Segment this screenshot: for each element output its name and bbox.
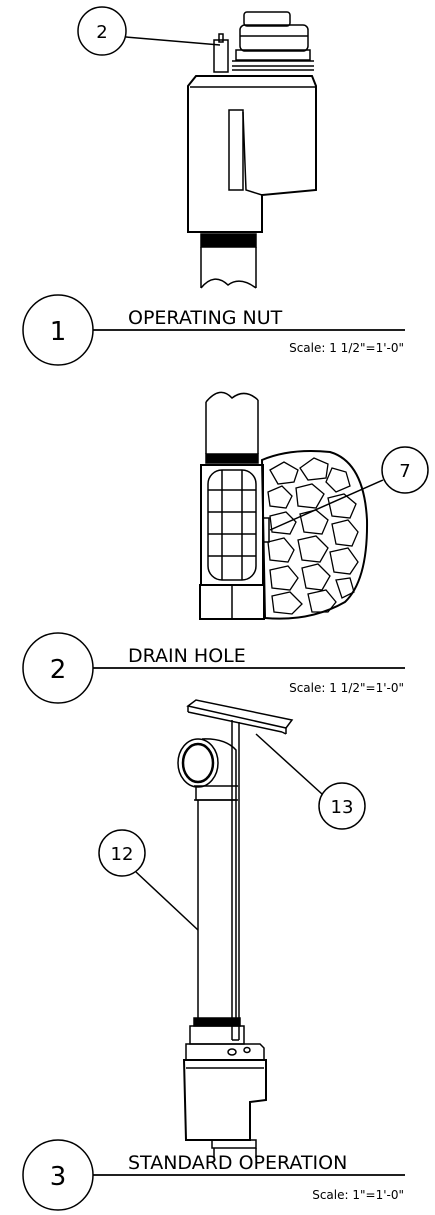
detail-number-1: 1 bbox=[50, 317, 67, 347]
hydrant-head-assembly bbox=[182, 1017, 267, 1158]
title-block-1: 1 OPERATING NUT Scale: 1 1/2"=1'-0" bbox=[22, 294, 405, 366]
callout-bubble-2 bbox=[77, 6, 127, 56]
pipe-top-break bbox=[205, 391, 259, 403]
detail-title-1: OPERATING NUT bbox=[128, 307, 283, 329]
detail-standard-operation: 13 12 bbox=[22, 699, 405, 1211]
leader-line-2 bbox=[125, 36, 221, 46]
t-handle-key bbox=[186, 699, 294, 1041]
detail-scale-1: Scale: 1 1/2"=1'-0" bbox=[289, 341, 404, 355]
detail-number-2: 2 bbox=[50, 655, 67, 685]
detail-title-2: DRAIN HOLE bbox=[128, 645, 246, 667]
callout-bubble-7 bbox=[381, 446, 429, 494]
callout-label-13: 13 bbox=[331, 797, 354, 818]
gravel-bed bbox=[260, 450, 369, 620]
callout-label-7: 7 bbox=[399, 461, 410, 482]
leader-line-12 bbox=[135, 871, 199, 931]
title-block-2: 2 DRAIN HOLE Scale: 1 1/2"=1'-0" bbox=[22, 632, 405, 704]
detail-drain-hole: 7 2 DRAIN HOLE Scale: 1 1/2"=1'-0" bbox=[22, 391, 429, 704]
hydrant-head-body bbox=[187, 75, 317, 233]
callout-bubble-12 bbox=[98, 829, 146, 877]
drain-hole bbox=[262, 517, 270, 543]
detail-operating-nut: 2 1 bbox=[22, 6, 405, 366]
callout-bubble-13 bbox=[318, 782, 366, 830]
callout-label-2: 2 bbox=[96, 22, 107, 43]
leader-line-7 bbox=[269, 479, 384, 531]
detail-scale-2: Scale: 1 1/2"=1'-0" bbox=[289, 681, 404, 695]
detail-number-3: 3 bbox=[50, 1162, 67, 1192]
drain-valve-housing bbox=[199, 464, 270, 620]
leader-line-13 bbox=[255, 733, 323, 795]
detail-scale-3: Scale: 1"=1'-0" bbox=[312, 1188, 404, 1202]
callout-label-12: 12 bbox=[111, 844, 134, 865]
title-block-3: 3 STANDARD OPERATION Scale: 1"=1'-0" bbox=[22, 1139, 405, 1211]
pipe-elbow bbox=[177, 738, 238, 801]
gravel-stones bbox=[267, 457, 359, 615]
pipe-collar bbox=[200, 233, 257, 248]
drain-collar bbox=[205, 453, 259, 464]
operating-nut-cap bbox=[213, 11, 314, 73]
riser-pipe bbox=[197, 800, 237, 1020]
detail-title-3: STANDARD OPERATION bbox=[128, 1152, 347, 1174]
pipe-upper bbox=[200, 247, 257, 289]
